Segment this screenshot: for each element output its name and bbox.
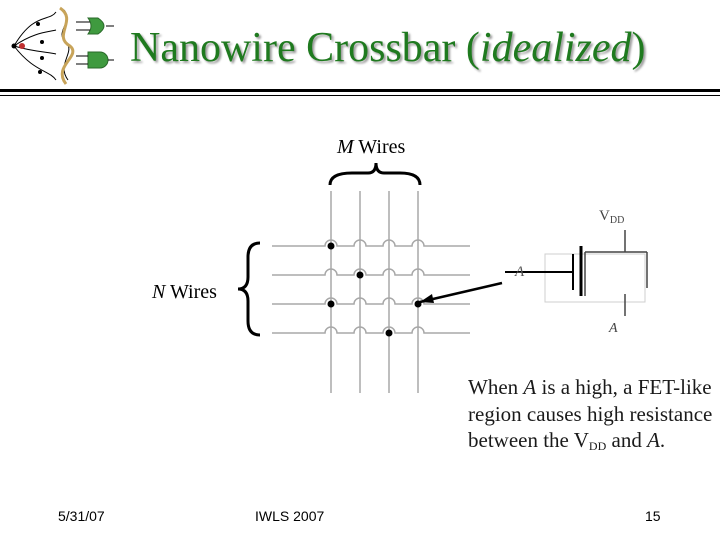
- footer-date: 5/31/07: [58, 508, 105, 524]
- vertical-wires: [330, 191, 419, 393]
- n-wires-brace: [237, 241, 261, 337]
- caption-part4: .: [659, 428, 666, 452]
- m-wires-label: M Wires: [336, 136, 405, 158]
- horizontal-wires: [272, 239, 470, 334]
- title-divider-thick: [0, 89, 720, 92]
- title-italic: idealized: [479, 25, 632, 71]
- crossbar-diagram: M Wires N Wires: [151, 136, 503, 393]
- crosspoint-dots: [327, 242, 422, 337]
- n-wires-label: N Wires: [151, 281, 217, 303]
- caption-part3: and: [606, 428, 648, 452]
- caption-var-a2: A: [647, 428, 660, 452]
- caption-vdd-sub: DD: [588, 439, 607, 453]
- arrowhead-icon: [420, 294, 434, 303]
- caption-text: When A is a high, a FET-like region caus…: [468, 374, 718, 460]
- caption-part2: is a high, a FET-like region causes high…: [468, 375, 713, 452]
- logo-icon: [11, 6, 114, 85]
- m-wires-brace: [328, 162, 422, 186]
- output-a-label: A: [608, 321, 618, 336]
- title-end: ): [631, 25, 646, 71]
- fet-inset: VDD A A: [505, 208, 648, 336]
- pointer-arrow: [419, 281, 503, 304]
- caption-part1: When: [468, 375, 524, 399]
- input-a-label: A: [514, 264, 525, 280]
- vdd-label: VDD: [599, 208, 624, 226]
- caption-var-a: A: [523, 375, 537, 399]
- page-title: Nanowire Crossbar (idealized): [130, 24, 690, 72]
- title-main: Nanowire Crossbar (: [130, 25, 480, 71]
- footer-page-number: 15: [645, 508, 661, 524]
- footer-conference: IWLS 2007: [255, 508, 325, 524]
- title-divider-thin: [0, 95, 720, 96]
